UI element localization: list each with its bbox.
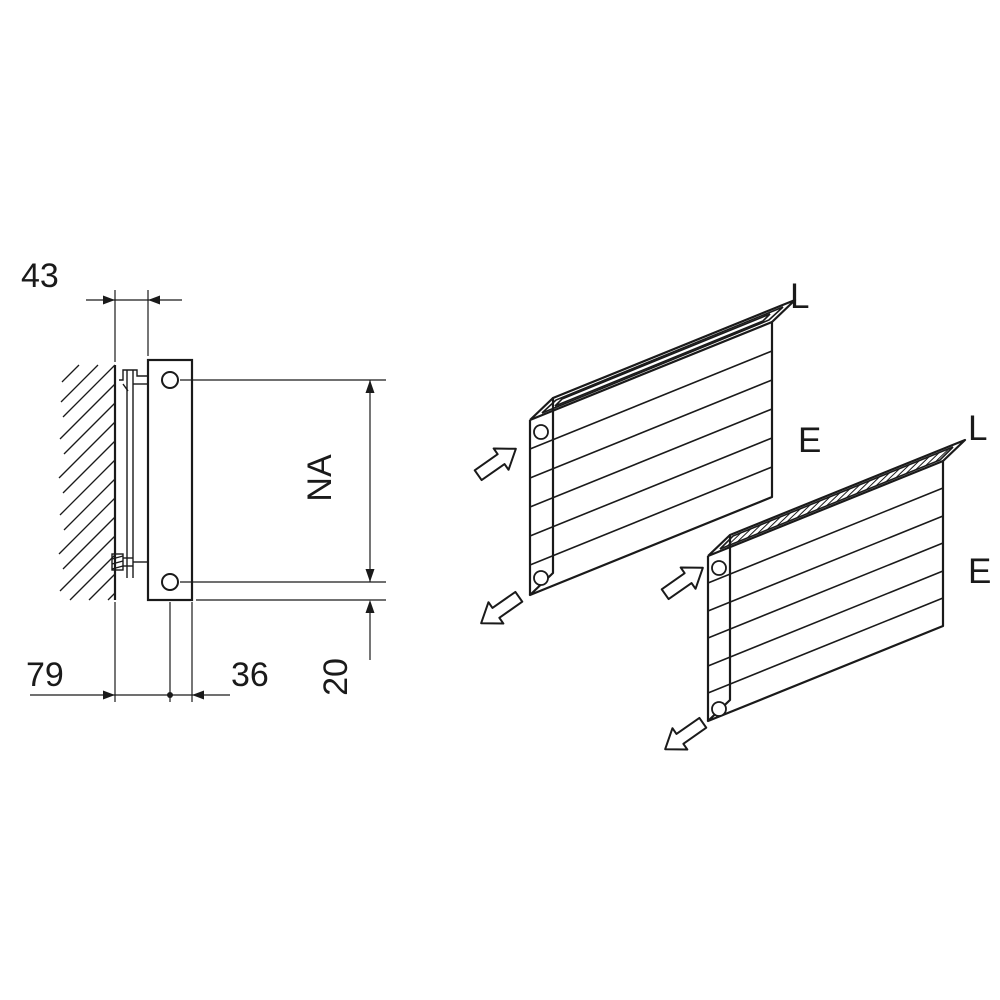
isometric-view: L E (473, 277, 991, 751)
side-view: 43 NA 79 36 20 (21, 257, 386, 702)
radiator2-l-label: L (968, 409, 987, 448)
dim-43-label: 43 (21, 257, 59, 295)
dimension-bottom-offset (196, 599, 386, 660)
dim-na-label: NA (301, 454, 339, 502)
radiator1-top-slot (541, 306, 784, 414)
radiator2-panel-lines (707, 487, 944, 694)
dim-79-label: 79 (26, 656, 64, 694)
radiator2-tapping-bottom (711, 701, 727, 717)
radiator1-e-label: E (798, 421, 821, 460)
radiator-iso-bottom: L E (660, 409, 991, 751)
radiator1-inlet-arrow (473, 447, 517, 482)
radiator-cross-section (146, 358, 194, 602)
radiator2-inlet-arrow (660, 566, 704, 601)
wall-hatching (58, 364, 116, 601)
dimension-bottom-chain (30, 602, 230, 702)
dimension-depth-43 (86, 290, 182, 362)
radiator1-tapping-bottom (533, 570, 549, 586)
radiator1-l-label: L (790, 277, 809, 316)
tapping-bottom (161, 573, 179, 591)
dim-20-label: 20 (317, 658, 355, 696)
radiator1-tapping-top (533, 424, 549, 440)
radiator2-tapping-top (711, 560, 727, 576)
radiator1-outlet-arrow (480, 590, 524, 625)
radiator2-e-label: E (968, 552, 991, 591)
dim-36-label: 36 (231, 656, 269, 694)
radiator-iso-top: L E (473, 277, 821, 625)
dimension-hub-distance (180, 379, 386, 583)
mounting-bracket (111, 369, 148, 578)
radiator2-top-grille (719, 446, 954, 550)
radiator2-outlet-arrow (664, 716, 708, 751)
radiator1-panel-lines (529, 350, 773, 566)
tapping-top (161, 371, 179, 389)
